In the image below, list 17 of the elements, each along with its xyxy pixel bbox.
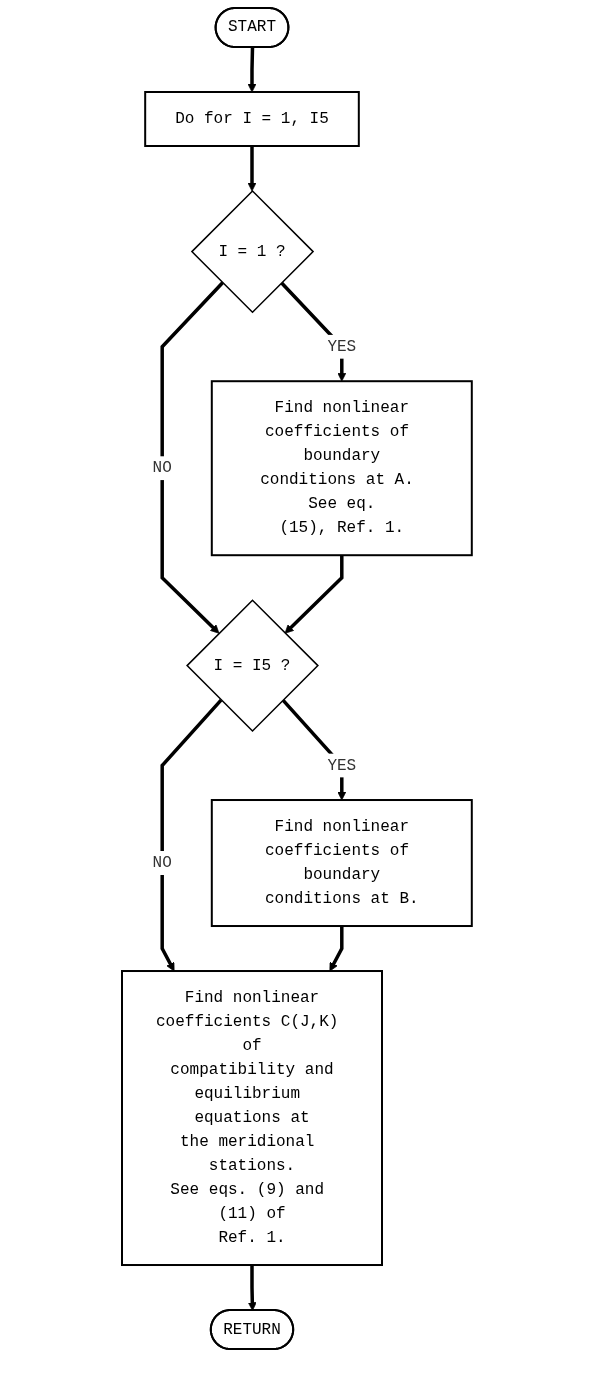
arrow (247, 1265, 257, 1311)
node-box: Do for I = 1, I5 (143, 91, 360, 147)
arrow (247, 146, 256, 192)
edge-label: NO (152, 459, 172, 478)
node-diamond: I = I5 ? (185, 599, 319, 733)
edge-label: NO (152, 854, 172, 873)
node-box: Find nonlinear coefficients of boundary conditions at A. See eq. (15), Ref. 1. (210, 380, 473, 557)
arrow (284, 555, 344, 634)
node-box: Find nonlinear coefficients C(J,K) of compatibility and equilibrium equations at the meridional stations. See eqs. (9) and (11) of Ref. 1. (120, 970, 383, 1266)
arrow (247, 47, 256, 93)
arrow (329, 926, 344, 972)
edge-label: YES (326, 756, 356, 775)
edge-label: YES (326, 337, 356, 356)
node-diamond: I = 1 ? (190, 189, 314, 314)
arrow (160, 698, 222, 972)
node-box: Find nonlinear coefficients of boundary conditions at B. (210, 799, 473, 927)
arrow (160, 281, 224, 634)
